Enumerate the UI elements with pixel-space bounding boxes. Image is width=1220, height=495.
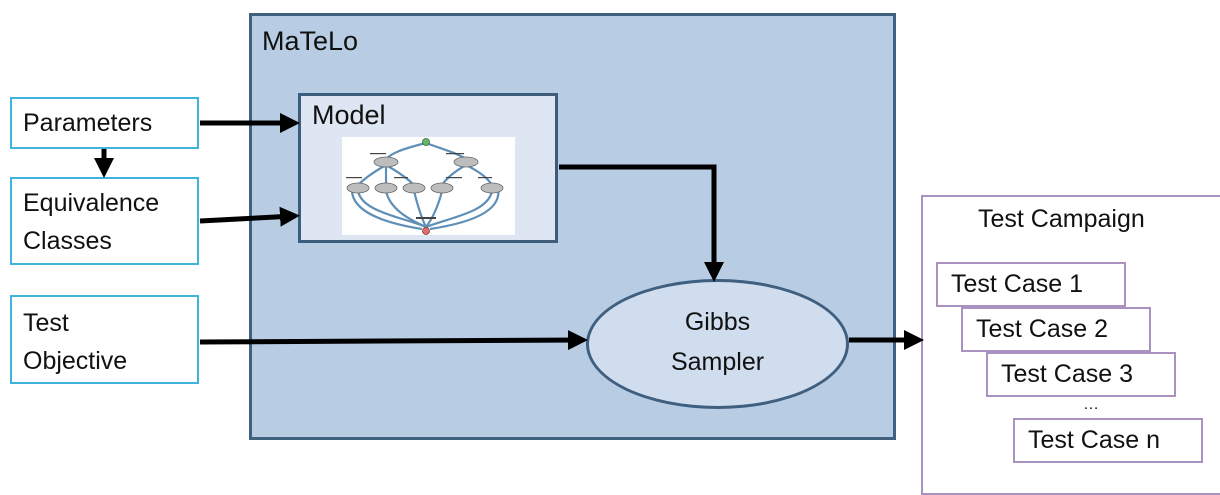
test-case-1: Test Case 1	[936, 262, 1126, 307]
arrow-model-to-sampler	[559, 164, 724, 282]
objective-label-line2: Objective	[23, 347, 128, 375]
model-graph-image	[346, 138, 504, 235]
test-case-n: Test Case n	[1013, 418, 1203, 463]
model-title: Model	[312, 100, 386, 130]
parameters-box: Parameters	[10, 97, 199, 149]
test-case-3: Test Case 3	[986, 352, 1176, 397]
test-case-2: Test Case 2	[961, 307, 1151, 352]
arrow-equivalence-to-model	[199, 206, 300, 227]
objective-label-line1: Test	[23, 309, 69, 337]
equivalence-classes-box: Equivalence Classes	[10, 177, 199, 265]
gibbs-sampler-line1: Gibbs	[684, 308, 751, 336]
gibbs-sampler-line2: Sampler	[670, 348, 765, 376]
test-campaign-title: Test Campaign	[978, 205, 1145, 233]
test-case-ellipsis: …	[1083, 396, 1100, 413]
equivalence-label-line2: Classes	[23, 227, 112, 255]
gibbs-sampler-label: Gibbs Sampler	[586, 302, 849, 382]
arrows-layer	[94, 113, 924, 351]
parameters-label: Parameters	[23, 109, 153, 137]
test-objective-box: Test Objective	[10, 295, 199, 384]
equivalence-label-line1: Equivalence	[23, 189, 160, 217]
model-graph-thumbnail	[342, 137, 515, 235]
matelo-title: MaTeLo	[262, 26, 359, 56]
arrow-objective-to-sampler	[199, 330, 588, 351]
